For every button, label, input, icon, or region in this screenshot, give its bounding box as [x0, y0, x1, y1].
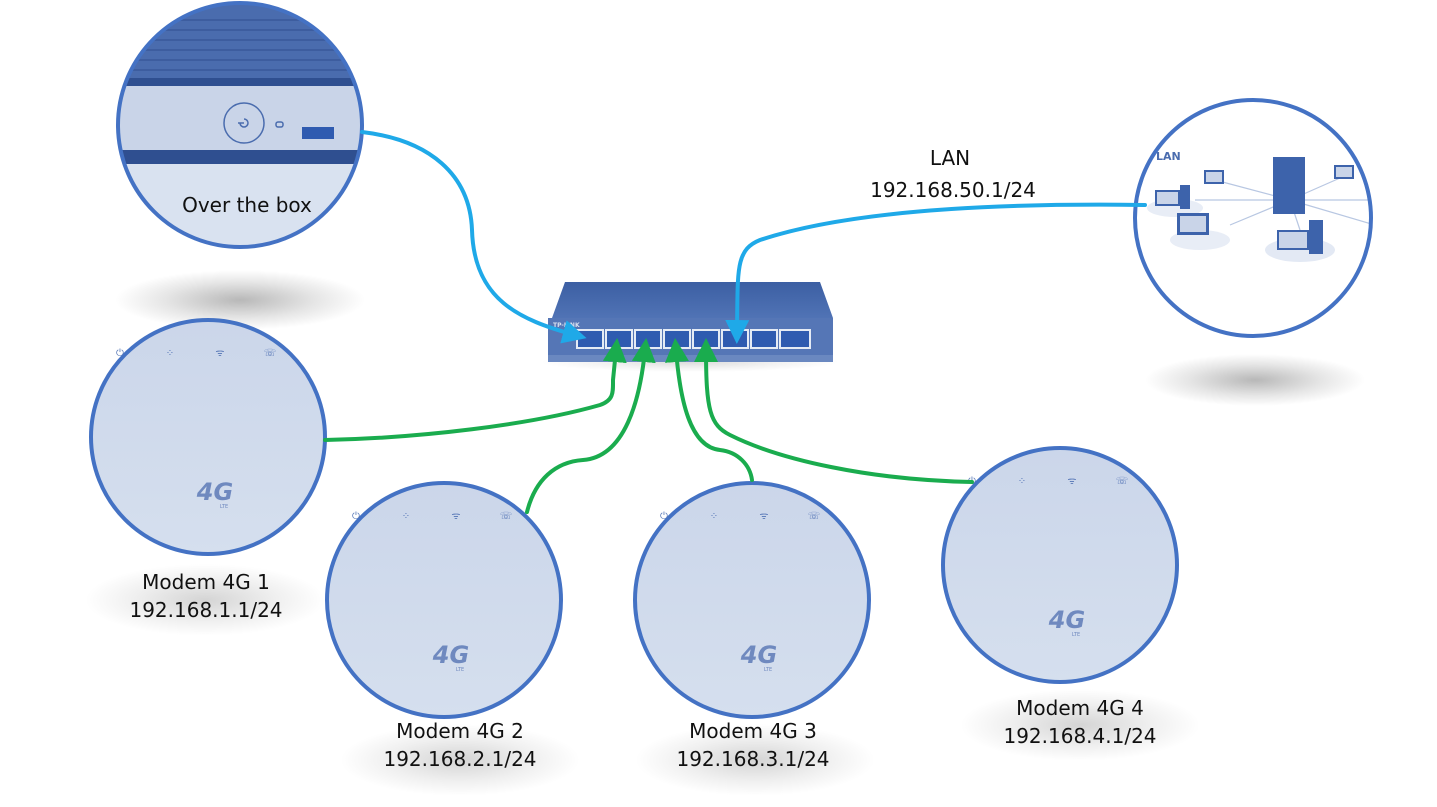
overthebox-label: Over the box [182, 193, 312, 217]
modem-subnet: 192.168.3.1/24 [676, 747, 830, 771]
overthebox-device[interactable] [110, 0, 370, 264]
modem-subnet: 192.168.2.1/24 [383, 747, 537, 771]
phone-icon: ☏ [264, 348, 277, 359]
modem-label-2: Modem 4G 2 192.168.2.1/24 [383, 717, 536, 773]
power-icon: ⏻ [352, 511, 360, 522]
phone-icon: ☏ [808, 511, 821, 522]
switch-port-5[interactable] [692, 329, 720, 349]
network-icon: ⁘ [166, 348, 174, 359]
network-icon: ⁘ [710, 511, 718, 522]
network-switch[interactable]: TP-LINK [540, 282, 840, 372]
switch-port-2[interactable] [605, 329, 633, 349]
switch-port-8[interactable] [779, 329, 811, 349]
cable-modem4-to-switch [694, 338, 974, 484]
phone-icon: ☏ [500, 511, 513, 522]
lan-title: LAN [930, 146, 970, 170]
cable-lan-to-switch [725, 202, 1147, 344]
switch-port-3[interactable] [634, 329, 662, 349]
power-icon: ⏻ [660, 511, 668, 522]
lan-inner-caption: LAN [1156, 150, 1181, 163]
4g-logo: 4G [1048, 606, 1085, 634]
modem-body [325, 481, 563, 719]
switch-port-1[interactable] [576, 329, 604, 349]
shadow [960, 689, 1200, 761]
4g-logo: 4G [196, 478, 233, 506]
modem-label-3: Modem 4G 3 192.168.3.1/24 [676, 717, 829, 773]
modem-name: Modem 4G 1 [142, 570, 270, 594]
cable-box-to-switch [360, 130, 587, 344]
network-icon: LAN [1147, 150, 1371, 262]
shadow [115, 270, 365, 330]
shadow [1145, 354, 1365, 406]
wifi-icon: ᯤ [451, 511, 460, 522]
lan-subnet: 192.168.50.1/24 [870, 178, 1036, 202]
power-icon: ⏻ [116, 348, 124, 359]
switch-port-4[interactable] [663, 329, 691, 349]
usb-port-icon [302, 127, 334, 139]
cable-modem1-to-switch [323, 338, 627, 442]
cable-modem2-to-switch [525, 338, 656, 514]
lte-logo: LTE [220, 504, 228, 510]
switch-port-7[interactable] [750, 329, 778, 349]
4g-logo: 4G [740, 641, 777, 669]
4g-logo: 4G [432, 641, 469, 669]
modem-body [89, 318, 327, 556]
cable-modem3-to-switch [664, 338, 754, 482]
shadow [635, 724, 875, 796]
phone-icon: ☏ [1116, 476, 1129, 487]
wifi-icon: ᯤ [215, 348, 224, 359]
switch-port-6[interactable] [721, 329, 749, 349]
lan-network-node[interactable]: LAN [1133, 98, 1375, 338]
led-icon [275, 121, 284, 128]
network-icon: ⁘ [1018, 476, 1026, 487]
power-button-icon [223, 102, 265, 144]
network-icon: ⁘ [402, 511, 410, 522]
modem-subnet: 192.168.1.1/24 [129, 598, 283, 622]
shadow [85, 564, 325, 636]
modem-subnet: 192.168.4.1/24 [1003, 724, 1157, 748]
modem-body [941, 446, 1179, 684]
modem-label-1: Modem 4G 1 192.168.1.1/24 [129, 568, 282, 624]
wifi-icon: ᯤ [1067, 476, 1076, 487]
shadow [340, 724, 580, 796]
modem-body [633, 481, 871, 719]
switch-ports [576, 329, 811, 349]
lte-logo: LTE [764, 667, 772, 673]
modem-name: Modem 4G 4 [1016, 696, 1144, 720]
modem-label-4: Modem 4G 4 192.168.4.1/24 [1003, 694, 1156, 750]
lte-logo: LTE [1072, 632, 1080, 638]
wifi-icon: ᯤ [759, 511, 768, 522]
modem-name: Modem 4G 2 [396, 719, 524, 743]
lte-logo: LTE [456, 667, 464, 673]
modem-name: Modem 4G 3 [689, 719, 817, 743]
